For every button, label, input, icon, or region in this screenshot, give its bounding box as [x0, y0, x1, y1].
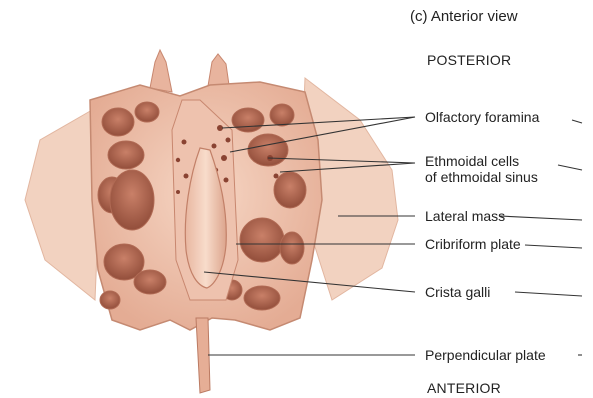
figure-title: (c) Anterior view [410, 9, 518, 25]
label-perpendicular-plate: Perpendicular plate [425, 347, 546, 363]
label-cribriform-plate: Cribriform plate [425, 236, 521, 252]
label-crista-galli: Crista galli [425, 284, 490, 300]
left-orbital-plate [25, 110, 100, 300]
perpendicular-plate-shape [196, 318, 210, 393]
label-ethmoidal-cells: Ethmoidal cells [425, 153, 519, 169]
label-ethmoidal-sinus: of ethmoidal sinus [425, 169, 538, 185]
left-horn [150, 50, 172, 92]
label-lateral-mass: Lateral mass [425, 208, 505, 224]
orientation-anterior: ANTERIOR [427, 380, 501, 396]
label-olfactory-foramina: Olfactory foramina [425, 109, 539, 125]
orientation-posterior: POSTERIOR [427, 52, 511, 68]
